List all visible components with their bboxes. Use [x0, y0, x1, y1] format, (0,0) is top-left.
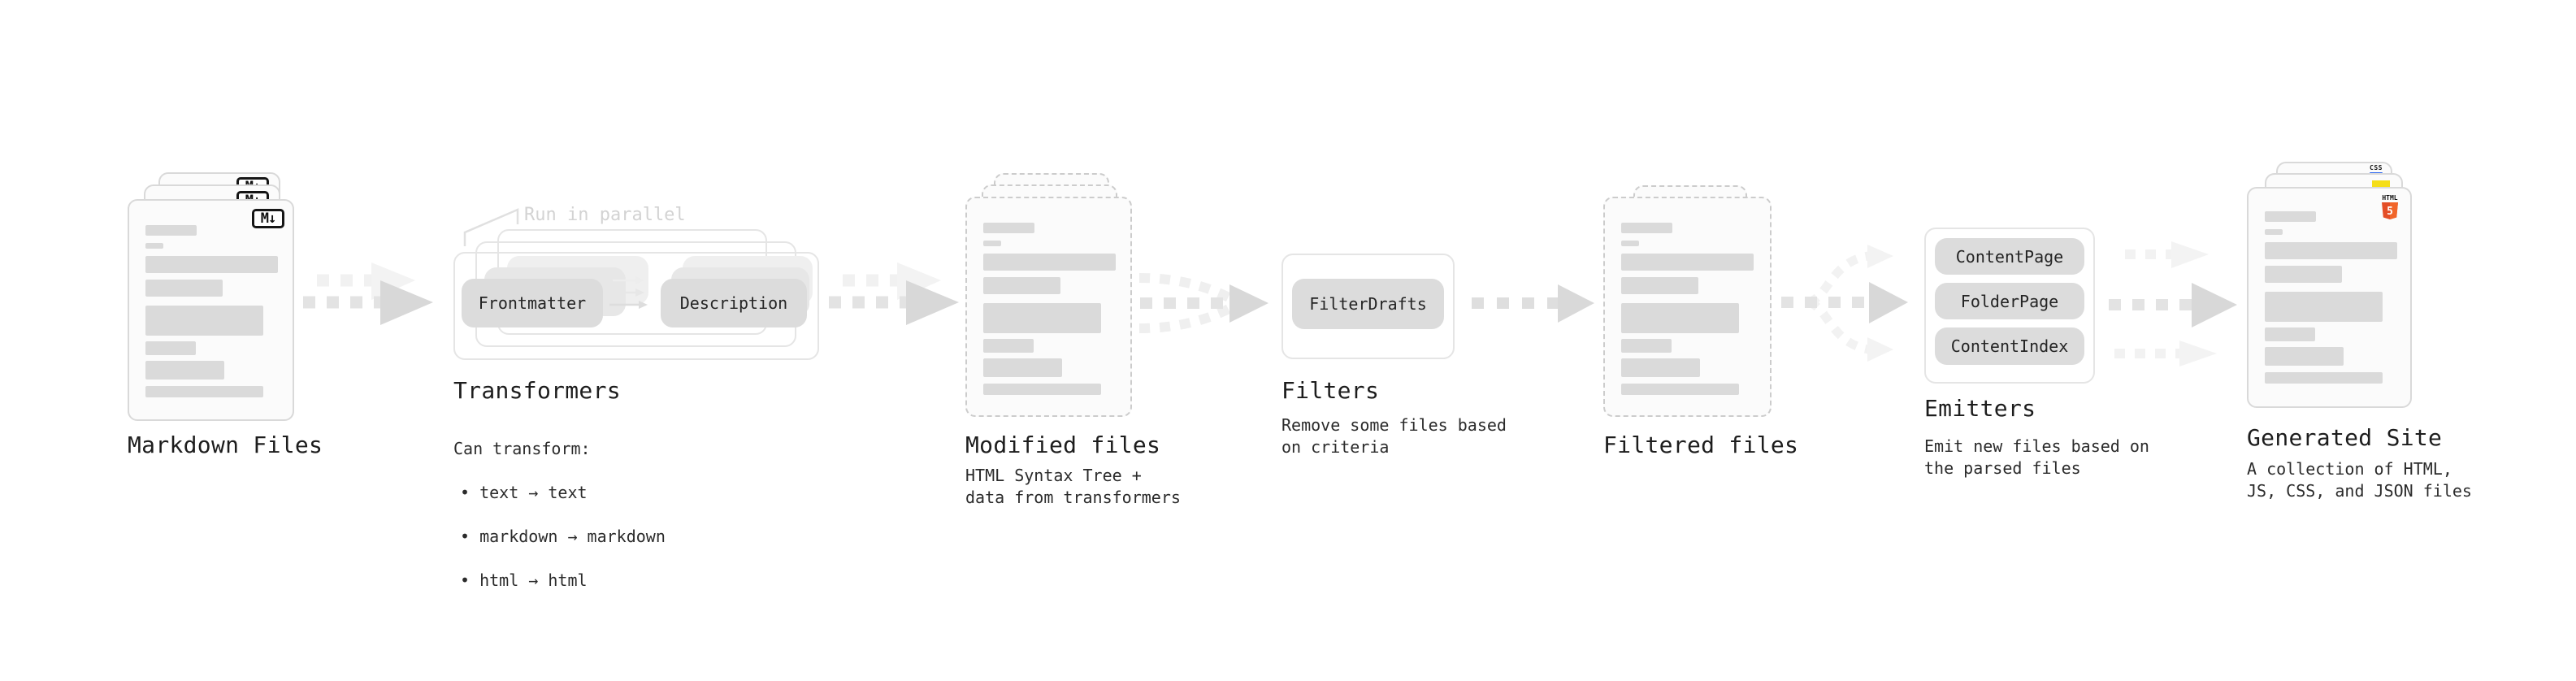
- placeholder-line: [145, 225, 197, 236]
- placeholder-line: [145, 341, 196, 355]
- placeholder-line: [1621, 254, 1754, 271]
- filters-title: Filters: [1281, 377, 1380, 404]
- frontmatter-to-description-arrows: [609, 276, 648, 309]
- placeholder-line: [2265, 266, 2342, 283]
- js-icon: [2372, 180, 2390, 188]
- generated-file-card-front: HTML 5: [2247, 187, 2412, 408]
- placeholder-line: [983, 384, 1101, 395]
- placeholder-line: [2265, 372, 2383, 384]
- arrow-modified-to-filters: [1138, 273, 1268, 333]
- placeholder-line: [983, 241, 1001, 246]
- placeholder-line: [2265, 242, 2397, 259]
- placeholder-line: [145, 256, 278, 273]
- transformers-desc-heading: Can transform:: [453, 439, 591, 458]
- placeholder-line: [2265, 327, 2315, 341]
- placeholder-line: [1621, 303, 1739, 333]
- placeholder-line: [1621, 384, 1739, 395]
- filtered-files-title: Filtered files: [1603, 432, 1799, 458]
- filtered-file-card-front: [1603, 197, 1772, 417]
- emitters-frame: [1924, 228, 2095, 384]
- folderpage-box: FolderPage: [1935, 283, 2084, 319]
- arrow-markdown-to-transformers: [303, 262, 433, 325]
- arrow-filtered-to-emitters: [1781, 245, 1908, 362]
- frontmatter-box: Frontmatter: [462, 279, 603, 327]
- placeholder-line: [2265, 211, 2316, 222]
- placeholder-line: [1621, 358, 1700, 377]
- modified-files-description: HTML Syntax Tree + data from transformer…: [965, 466, 1181, 507]
- markdown-files-title: Markdown Files: [128, 432, 323, 458]
- placeholder-lines: [1621, 223, 1754, 395]
- placeholder-line: [1621, 241, 1639, 246]
- placeholder-lines: [2265, 211, 2397, 384]
- transformers-bullet: • text → text: [460, 483, 588, 502]
- placeholder-line: [983, 339, 1034, 353]
- markdown-file-card-front: M↓: [128, 199, 294, 421]
- css-badge-label: CSS: [2370, 164, 2383, 171]
- transformers-bullet: • markdown → markdown: [460, 527, 666, 546]
- placeholder-line: [1621, 339, 1672, 353]
- placeholder-line: [1621, 223, 1672, 233]
- arrow-filters-to-filtered: [1472, 284, 1594, 323]
- placeholder-line: [145, 361, 224, 380]
- generated-site-title: Generated Site: [2247, 424, 2443, 451]
- note-leader-line: [463, 208, 519, 246]
- contentindex-box: ContentIndex: [1935, 327, 2084, 365]
- emitters-description: Emit new files based on the parsed files: [1924, 436, 2149, 478]
- markdown-icon: M↓: [252, 209, 284, 228]
- svg-text:5: 5: [2387, 206, 2393, 218]
- filters-description: Remove some files based on criteria: [1281, 415, 1507, 457]
- placeholder-line: [983, 254, 1116, 271]
- filters-frame: [1281, 254, 1455, 359]
- emitters-title: Emitters: [1924, 395, 2036, 422]
- placeholder-line: [2265, 292, 2383, 322]
- transformers-bullet: • html → html: [460, 570, 588, 590]
- placeholder-line: [983, 358, 1062, 377]
- placeholder-line: [145, 280, 223, 297]
- modified-files-title: Modified files: [965, 432, 1161, 458]
- modified-file-card-front: [965, 197, 1132, 417]
- placeholder-line: [145, 306, 263, 336]
- svg-text:HTML: HTML: [2382, 194, 2397, 202]
- placeholder-line: [145, 243, 163, 249]
- transformers-title: Transformers: [453, 377, 621, 404]
- placeholder-line: [1621, 277, 1698, 294]
- contentpage-box: ContentPage: [1935, 238, 2084, 275]
- transformer-frame-front: [453, 252, 819, 360]
- arrow-transformers-to-modified: [829, 262, 959, 325]
- filterdrafts-box: FilterDrafts: [1292, 279, 1444, 329]
- placeholder-line: [145, 386, 263, 397]
- placeholder-line: [2265, 347, 2344, 366]
- placeholder-line: [983, 277, 1060, 294]
- placeholder-line: [983, 303, 1101, 333]
- placeholder-lines: [983, 223, 1116, 395]
- transformers-description: Can transform: • text → text • markdown …: [453, 416, 666, 614]
- placeholder-lines: [145, 225, 278, 397]
- run-in-parallel-note: Run in parallel: [524, 205, 686, 225]
- arrow-emitters-to-generated: [2109, 241, 2237, 367]
- description-box: Description: [661, 279, 807, 327]
- placeholder-line: [2265, 229, 2283, 235]
- placeholder-line: [983, 223, 1034, 233]
- generated-site-description: A collection of HTML, JS, CSS, and JSON …: [2247, 459, 2472, 501]
- html5-icon: HTML 5: [2382, 194, 2398, 219]
